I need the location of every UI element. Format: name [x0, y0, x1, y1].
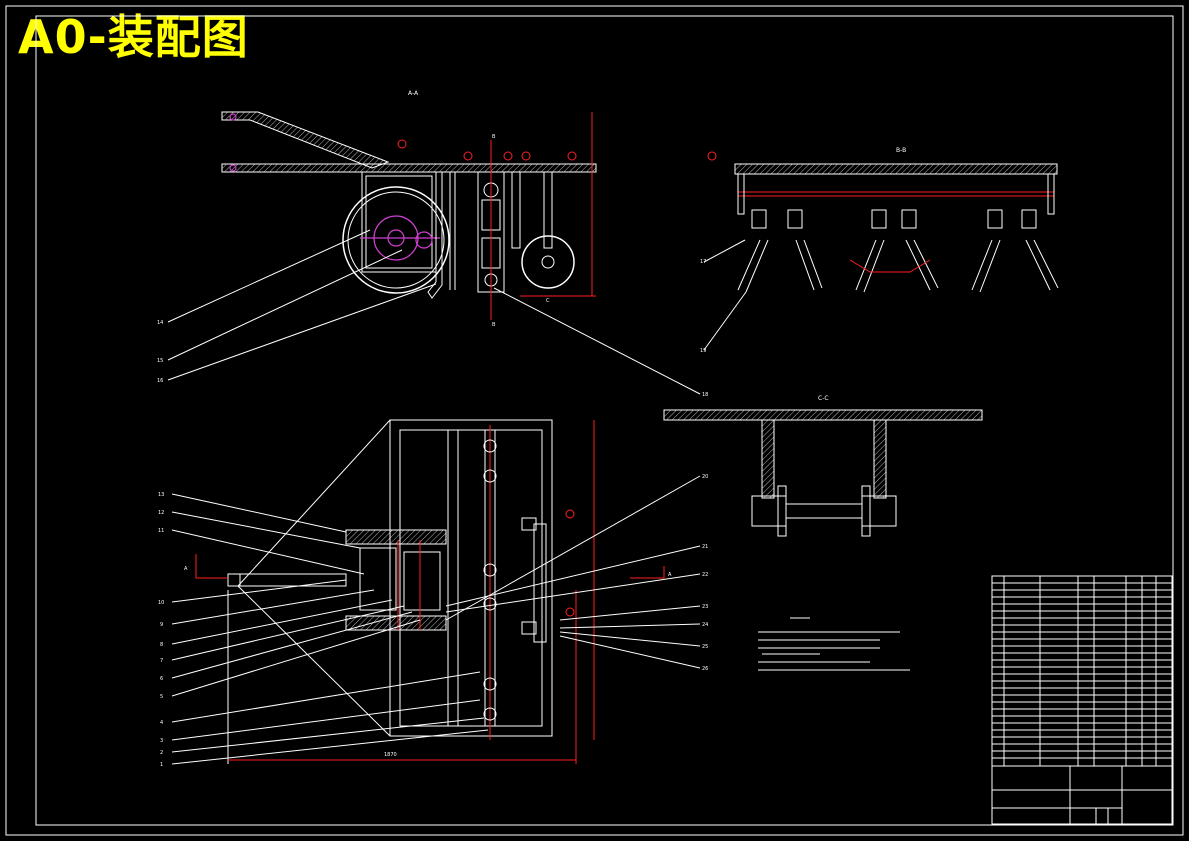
part-number-17: 17 — [700, 259, 706, 265]
cut-marker-a-left: A — [184, 566, 188, 572]
view-plan: 1870 A A — [158, 419, 708, 768]
part-number-12: 12 — [158, 510, 164, 516]
part-number-10: 10 — [158, 600, 164, 606]
part-number-19: 19 — [700, 348, 706, 354]
part-number-1: 1 — [160, 762, 163, 768]
part-number-5: 5 — [160, 694, 163, 700]
part-number-6: 6 — [160, 676, 163, 682]
part-number-9: 9 — [160, 622, 163, 628]
title-block — [991, 765, 1173, 825]
part-number-24: 24 — [702, 622, 708, 628]
drawing-title: A0-装配图 — [18, 10, 249, 64]
section-label-bb: B-B — [896, 147, 906, 154]
part-number-23: 23 — [702, 604, 708, 610]
part-number-14: 14 — [157, 320, 163, 326]
part-number-20: 20 — [702, 474, 708, 480]
view-cc: C-C — [663, 395, 983, 537]
part-number-16: 16 — [157, 378, 163, 384]
svg-text:1870: 1870 — [384, 752, 397, 758]
cut-marker-b-top: B — [492, 134, 496, 140]
part-number-18: 18 — [702, 392, 708, 398]
view-bb: B-B 17 19 — [700, 147, 1059, 354]
cut-marker-c: C — [546, 298, 550, 304]
inner-frame — [35, 15, 1174, 826]
part-number-4: 4 — [160, 720, 163, 726]
view-aa: A-A — [157, 90, 708, 398]
part-number-22: 22 — [702, 572, 708, 578]
parts-list — [991, 575, 1173, 767]
outer-frame — [5, 5, 1184, 836]
technical-notes — [758, 617, 910, 671]
part-number-7: 7 — [160, 658, 163, 664]
part-number-13: 13 — [158, 492, 164, 498]
part-number-26: 26 — [702, 666, 708, 672]
part-number-15: 15 — [157, 358, 163, 364]
part-number-3: 3 — [160, 738, 163, 744]
part-number-21: 21 — [702, 544, 708, 550]
cut-marker-b-bottom: B — [492, 322, 496, 328]
section-label-cc: C-C — [818, 395, 829, 402]
part-number-2: 2 — [160, 750, 163, 756]
section-label-aa: A-A — [408, 90, 419, 97]
part-number-11: 11 — [158, 528, 164, 534]
part-number-25: 25 — [702, 644, 708, 650]
part-number-8: 8 — [160, 642, 163, 648]
cut-marker-a-right: A — [668, 572, 672, 578]
